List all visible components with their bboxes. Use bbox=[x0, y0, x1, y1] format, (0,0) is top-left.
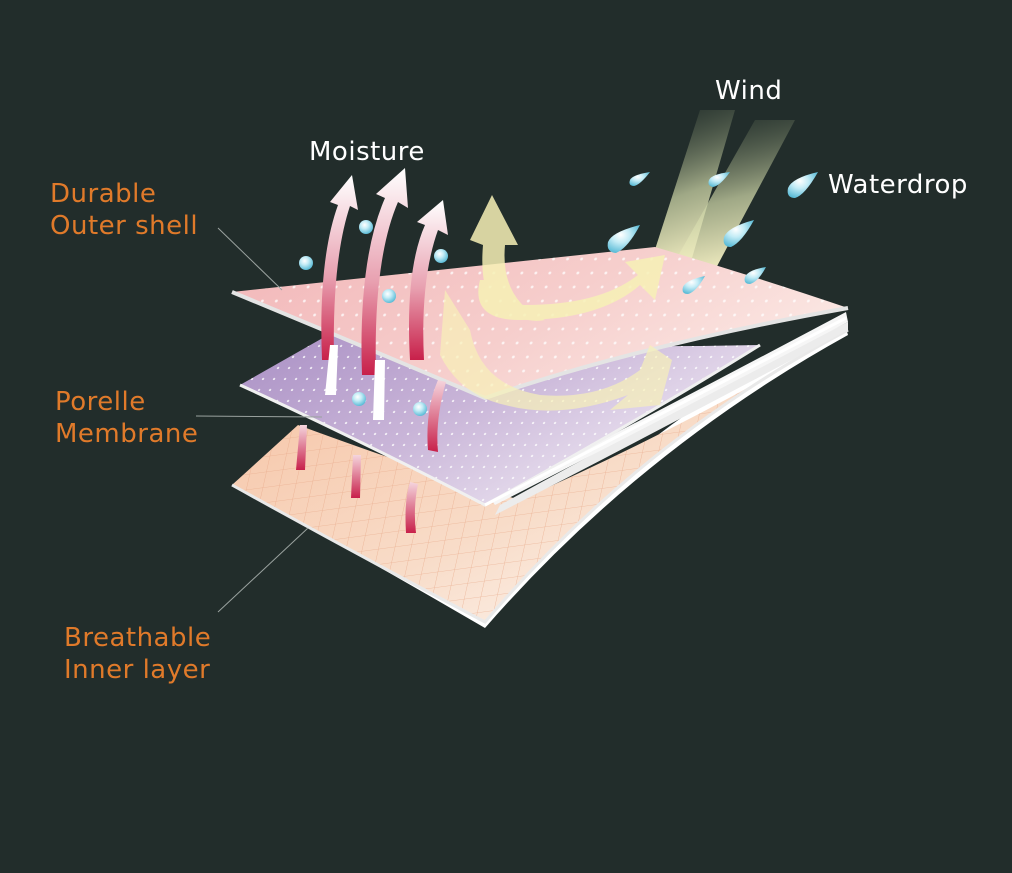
waterdrop-label: Waterdrop bbox=[828, 170, 968, 200]
waterdrops bbox=[607, 172, 818, 294]
membrane-label: Porelle Membrane bbox=[55, 386, 198, 450]
leader-lines bbox=[195, 227, 323, 613]
breathable-inner-layer bbox=[231, 328, 849, 628]
wind-beams bbox=[650, 110, 795, 270]
outer-shell-label: Durable Outer shell bbox=[50, 178, 198, 242]
membrane-label-line2: Membrane bbox=[55, 419, 199, 449]
wind-arrows bbox=[440, 195, 672, 411]
inner-layer-label: Breathable Inner layer bbox=[64, 622, 211, 686]
moisture-bubbles bbox=[299, 220, 448, 416]
membrane-label-line1: Porelle bbox=[55, 387, 146, 417]
moisture-label: Moisture bbox=[309, 137, 425, 167]
wind-label: Wind bbox=[715, 76, 783, 106]
outer-shell-label-line1: Durable bbox=[50, 179, 157, 209]
outer-shell-label-line2: Outer shell bbox=[50, 211, 199, 241]
moisture-arrows bbox=[296, 168, 448, 533]
inner-layer-label-line1: Breathable bbox=[64, 623, 212, 653]
inner-layer-label-line2: Inner layer bbox=[64, 655, 211, 685]
